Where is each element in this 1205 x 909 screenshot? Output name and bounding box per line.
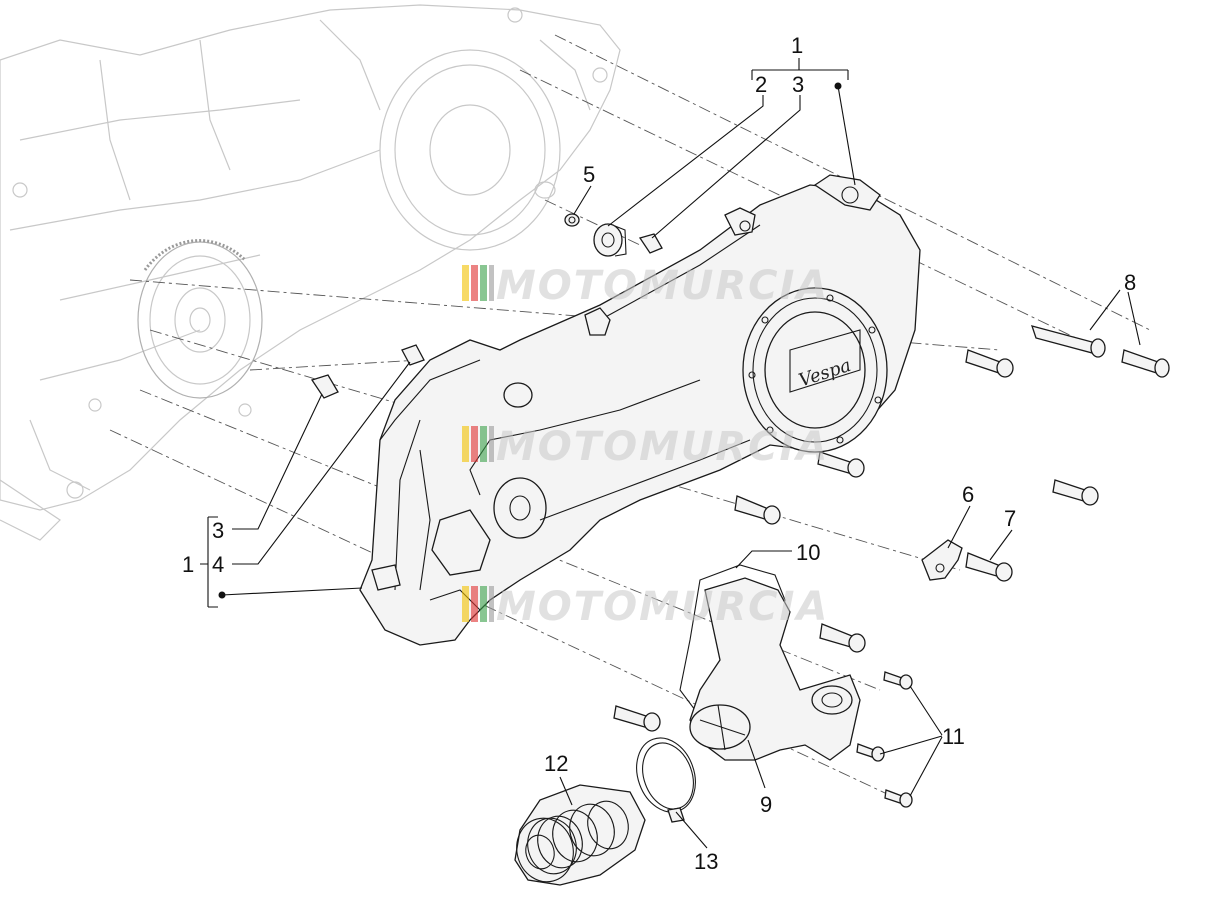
bolt-f: [734, 495, 781, 525]
part-5-nut: [564, 213, 580, 227]
part-11-screw-b: [856, 743, 885, 762]
bolt-e: [1052, 479, 1099, 506]
leader-lines: [200, 58, 1141, 849]
callout-4: 4: [212, 552, 224, 577]
part-8-bolt-b: [1121, 349, 1170, 378]
callout-10: 10: [796, 540, 820, 565]
watermark-1: MOTOMURCIA: [462, 263, 829, 309]
watermark-2: MOTOMURCIA: [462, 424, 829, 470]
callout-1-top: 1: [791, 33, 803, 58]
callout-12: 12: [544, 751, 568, 776]
part-7-bolt: [965, 552, 1013, 582]
callout-7: 7: [1004, 506, 1016, 531]
bolts: [613, 325, 1170, 808]
callout-2: 2: [755, 72, 767, 97]
engine-background: [0, 4, 621, 541]
watermark-3: MOTOMURCIA: [462, 584, 829, 630]
part-12-bellows-hose: [514, 784, 646, 886]
part-8-bolt-a: [1031, 325, 1106, 358]
callout-labels: 1 2 3 5 8 6 7 10 3 4 1 11 12 9 13: [182, 33, 1136, 874]
part-2-bearing: [593, 223, 627, 257]
part-11-screw-c: [884, 789, 913, 808]
part-3-dowel-left: [310, 374, 339, 399]
transmission-cover: Vespa: [359, 174, 921, 646]
part-4-dowel: [401, 344, 425, 366]
bolt-g: [819, 623, 866, 653]
part-3-dowel-top: [638, 233, 663, 254]
part-11-screw-a: [883, 671, 913, 690]
part-6-bracket: [921, 539, 963, 581]
svg-text:MOTOMURCIA: MOTOMURCIA: [496, 424, 829, 470]
callout-1-left: 1: [182, 552, 194, 577]
callout-11: 11: [942, 724, 965, 749]
part-9-intake-duct: [689, 577, 861, 761]
callout-3-top: 3: [792, 72, 804, 97]
callout-9: 9: [760, 792, 772, 817]
svg-text:MOTOMURCIA: MOTOMURCIA: [496, 263, 829, 309]
callout-3-left: 3: [212, 518, 224, 543]
callout-8: 8: [1124, 270, 1136, 295]
callout-13: 13: [694, 849, 718, 874]
part-13-clamp: [636, 737, 696, 823]
callout-5: 5: [583, 162, 595, 187]
svg-text:MOTOMURCIA: MOTOMURCIA: [496, 584, 829, 630]
bolt-c: [965, 349, 1014, 378]
callout-6: 6: [962, 482, 974, 507]
bolt-d: [817, 451, 865, 478]
bolt-h: [613, 705, 661, 732]
